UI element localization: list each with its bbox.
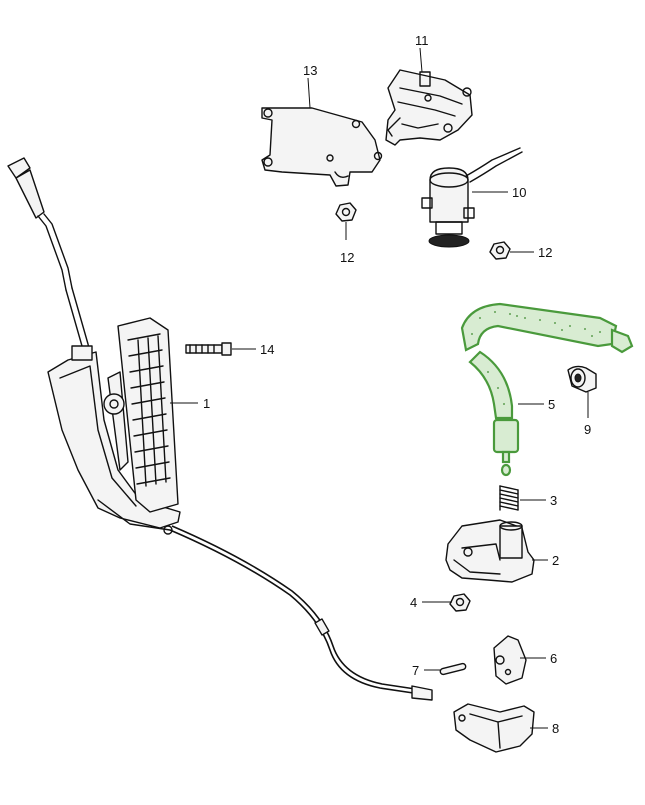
callout-3: 3 <box>550 493 557 508</box>
pedal-pad-texture <box>127 333 171 487</box>
part-11-mount[interactable] <box>385 69 473 146</box>
callout-8: 8 <box>552 721 559 736</box>
callout-5: 5 <box>548 397 555 412</box>
part-9-grommet[interactable] <box>567 365 597 393</box>
throttle-cable[interactable] <box>163 525 433 701</box>
callout-10: 10 <box>512 185 526 200</box>
callout-4: 4 <box>410 595 417 610</box>
part-7-pin[interactable] <box>439 662 467 676</box>
callout-9: 9 <box>584 422 591 437</box>
part-5-cable-assembly[interactable] <box>460 302 634 477</box>
callout-11: 11 <box>415 33 429 48</box>
part-10-actuator[interactable] <box>421 147 523 248</box>
part-3-spring[interactable] <box>499 485 519 511</box>
part-14-bolt[interactable] <box>185 342 232 356</box>
part-6-cap[interactable] <box>493 635 527 685</box>
callout-7: 7 <box>412 663 419 678</box>
part-8-cover[interactable] <box>453 703 535 753</box>
callout-2: 2 <box>552 553 559 568</box>
part-12-nut-right[interactable] <box>489 241 511 260</box>
leader-lines <box>170 47 589 729</box>
callout-13: 13 <box>303 63 317 78</box>
part-1-pedal[interactable] <box>7 157 181 531</box>
part-4-nut[interactable] <box>449 593 471 612</box>
callout-6: 6 <box>550 651 557 666</box>
callout-12-left: 12 <box>340 250 354 265</box>
part-12-nut-left[interactable] <box>335 202 357 222</box>
callouts: 13 11 10 12 12 14 1 5 9 3 2 4 6 7 8 <box>203 33 591 736</box>
part-2-lever-bracket[interactable] <box>445 519 535 583</box>
callout-14: 14 <box>260 342 274 357</box>
part-13-bracket[interactable] <box>261 107 383 187</box>
cable-texture <box>471 311 601 405</box>
callout-12-right: 12 <box>538 245 552 260</box>
callout-1: 1 <box>203 396 210 411</box>
